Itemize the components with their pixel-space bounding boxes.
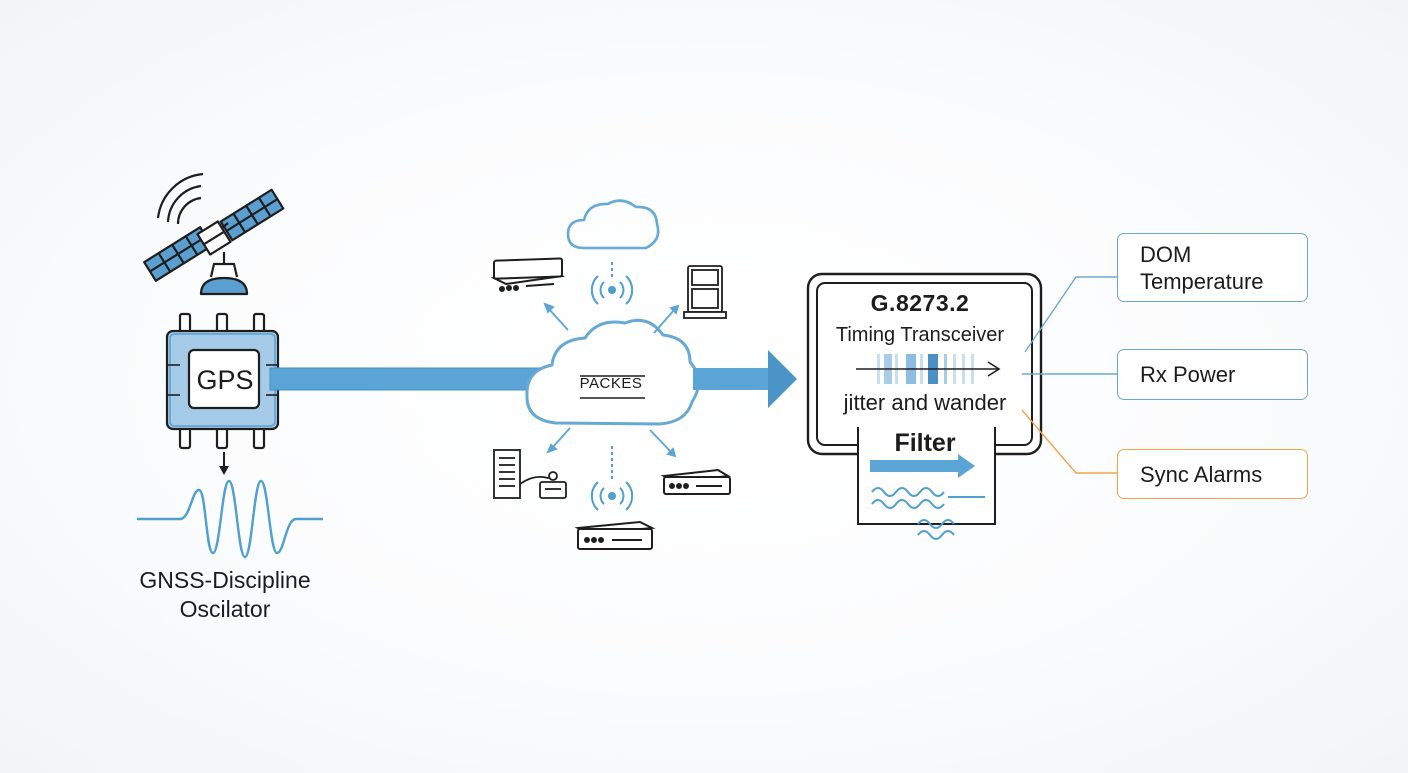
router-icon-bottom: [574, 520, 656, 550]
gps-chip-icon: [165, 312, 280, 450]
dom-temperature-label: DOM Temperature: [1140, 241, 1264, 295]
oscillator-label-line-2: Oscilator: [179, 596, 271, 622]
gps-chip-label: GPS: [196, 365, 254, 395]
filter-label: Filter: [894, 429, 956, 457]
top-cloud-icon: [566, 199, 660, 250]
packets-label: PACKES: [579, 375, 643, 392]
oscillator-waveform: [137, 479, 323, 559]
monitoring-connectors: [1021, 276, 1117, 474]
flow-arrow-to-transceiver: [693, 350, 797, 408]
sync-alarms-box: Sync Alarms: [1117, 449, 1308, 499]
transceiver-name: Timing Transceiver: [835, 324, 1005, 346]
wireless-signal-icon-bottom: [590, 446, 634, 511]
server-rack-icon: [683, 265, 727, 319]
satellite-icon: [143, 172, 285, 296]
wireless-signal-icon-top: [590, 262, 634, 305]
dom-temperature-box: DOM Temperature: [1117, 233, 1308, 302]
server-access-icon: [493, 449, 567, 499]
impairment-label: jitter and wander: [843, 390, 1007, 415]
dom-label-line-1: DOM: [1140, 241, 1192, 267]
router-icon-right: [660, 468, 732, 495]
filtered-waveforms: [871, 487, 985, 540]
dom-label-line-2: Temperature: [1140, 268, 1264, 294]
transceiver-module: [806, 272, 1043, 456]
sync-alarms-label: Sync Alarms: [1140, 461, 1263, 487]
rx-power-label: Rx Power: [1140, 362, 1236, 387]
timing-signal-bars: [856, 354, 1001, 384]
filter-block: [857, 420, 996, 525]
rx-power-box: Rx Power: [1117, 349, 1308, 400]
router-icon-top-left: [490, 257, 565, 292]
timing-flow-bar: [269, 367, 543, 391]
down-arrow-icon: [219, 452, 229, 475]
main-cloud-icon: [525, 318, 700, 426]
cloud-connectors: [543, 302, 680, 458]
oscillator-label: GNSS-Discipline Oscilator: [110, 566, 340, 624]
transceiver-standard: G.8273.2: [870, 290, 970, 316]
oscillator-label-line-1: GNSS-Discipline: [139, 567, 311, 593]
